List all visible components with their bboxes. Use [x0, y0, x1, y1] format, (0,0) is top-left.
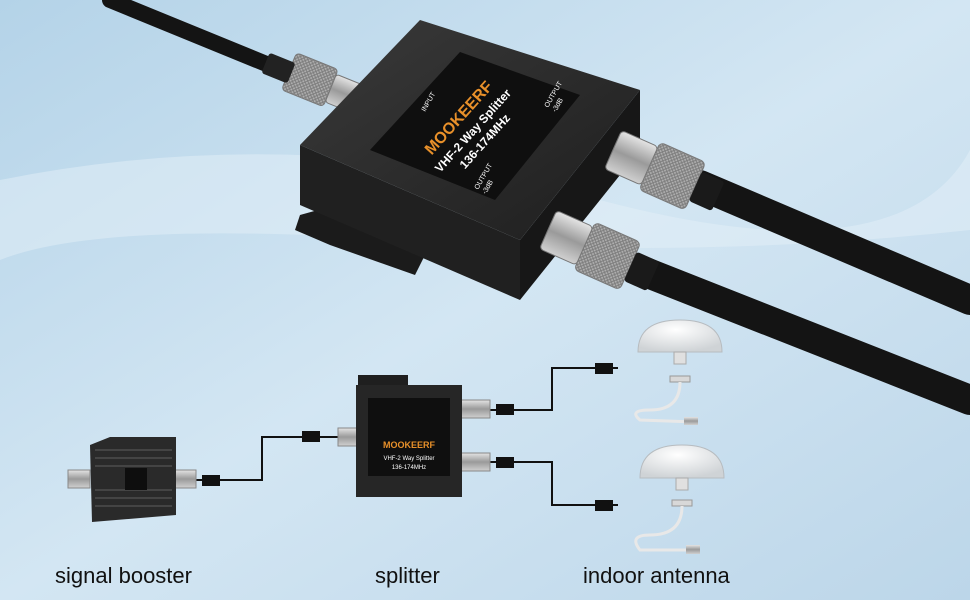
output-cable-2 — [625, 255, 970, 415]
diagram-frequency-text: 136-174MHz — [392, 465, 426, 471]
wire-plug — [595, 500, 613, 511]
wire-plug — [496, 404, 514, 415]
caption-signal-booster: signal booster — [55, 563, 192, 588]
splitter-label-plate — [370, 52, 580, 200]
wire-booster-to-splitter — [196, 436, 340, 481]
output-cable-1 — [685, 170, 970, 315]
caption-splitter: splitter — [375, 563, 440, 588]
indoor-antenna-2 — [634, 444, 725, 554]
diagram-brand-text: MOOKEERF — [383, 440, 436, 450]
indoor-antenna-1 — [634, 319, 723, 425]
wire-plug — [202, 475, 220, 486]
output-connector-1 — [605, 131, 724, 211]
wire-plug — [595, 363, 613, 374]
caption-indoor-antenna: indoor antenna — [583, 563, 730, 588]
diagram-model-text: VHF-2 Way Splitter — [383, 456, 434, 462]
diagram-splitter: MOOKEERF VHF-2 Way Splitter 136-174MHz — [337, 375, 491, 497]
wire-splitter-to-antenna-1 — [490, 367, 618, 411]
connection-diagram: MOOKEERF VHF-2 Way Splitter 136-174MHz — [67, 319, 725, 554]
wire-splitter-to-antenna-2 — [490, 461, 618, 506]
wire-plug — [496, 457, 514, 468]
signal-booster — [67, 437, 197, 522]
wire-plug — [302, 431, 320, 442]
main-product: MOOKEERF VHF-2 Way Splitter 136-174MHz I… — [102, 0, 970, 415]
output-connector-2 — [540, 211, 659, 291]
splitter-housing-side — [300, 145, 520, 300]
